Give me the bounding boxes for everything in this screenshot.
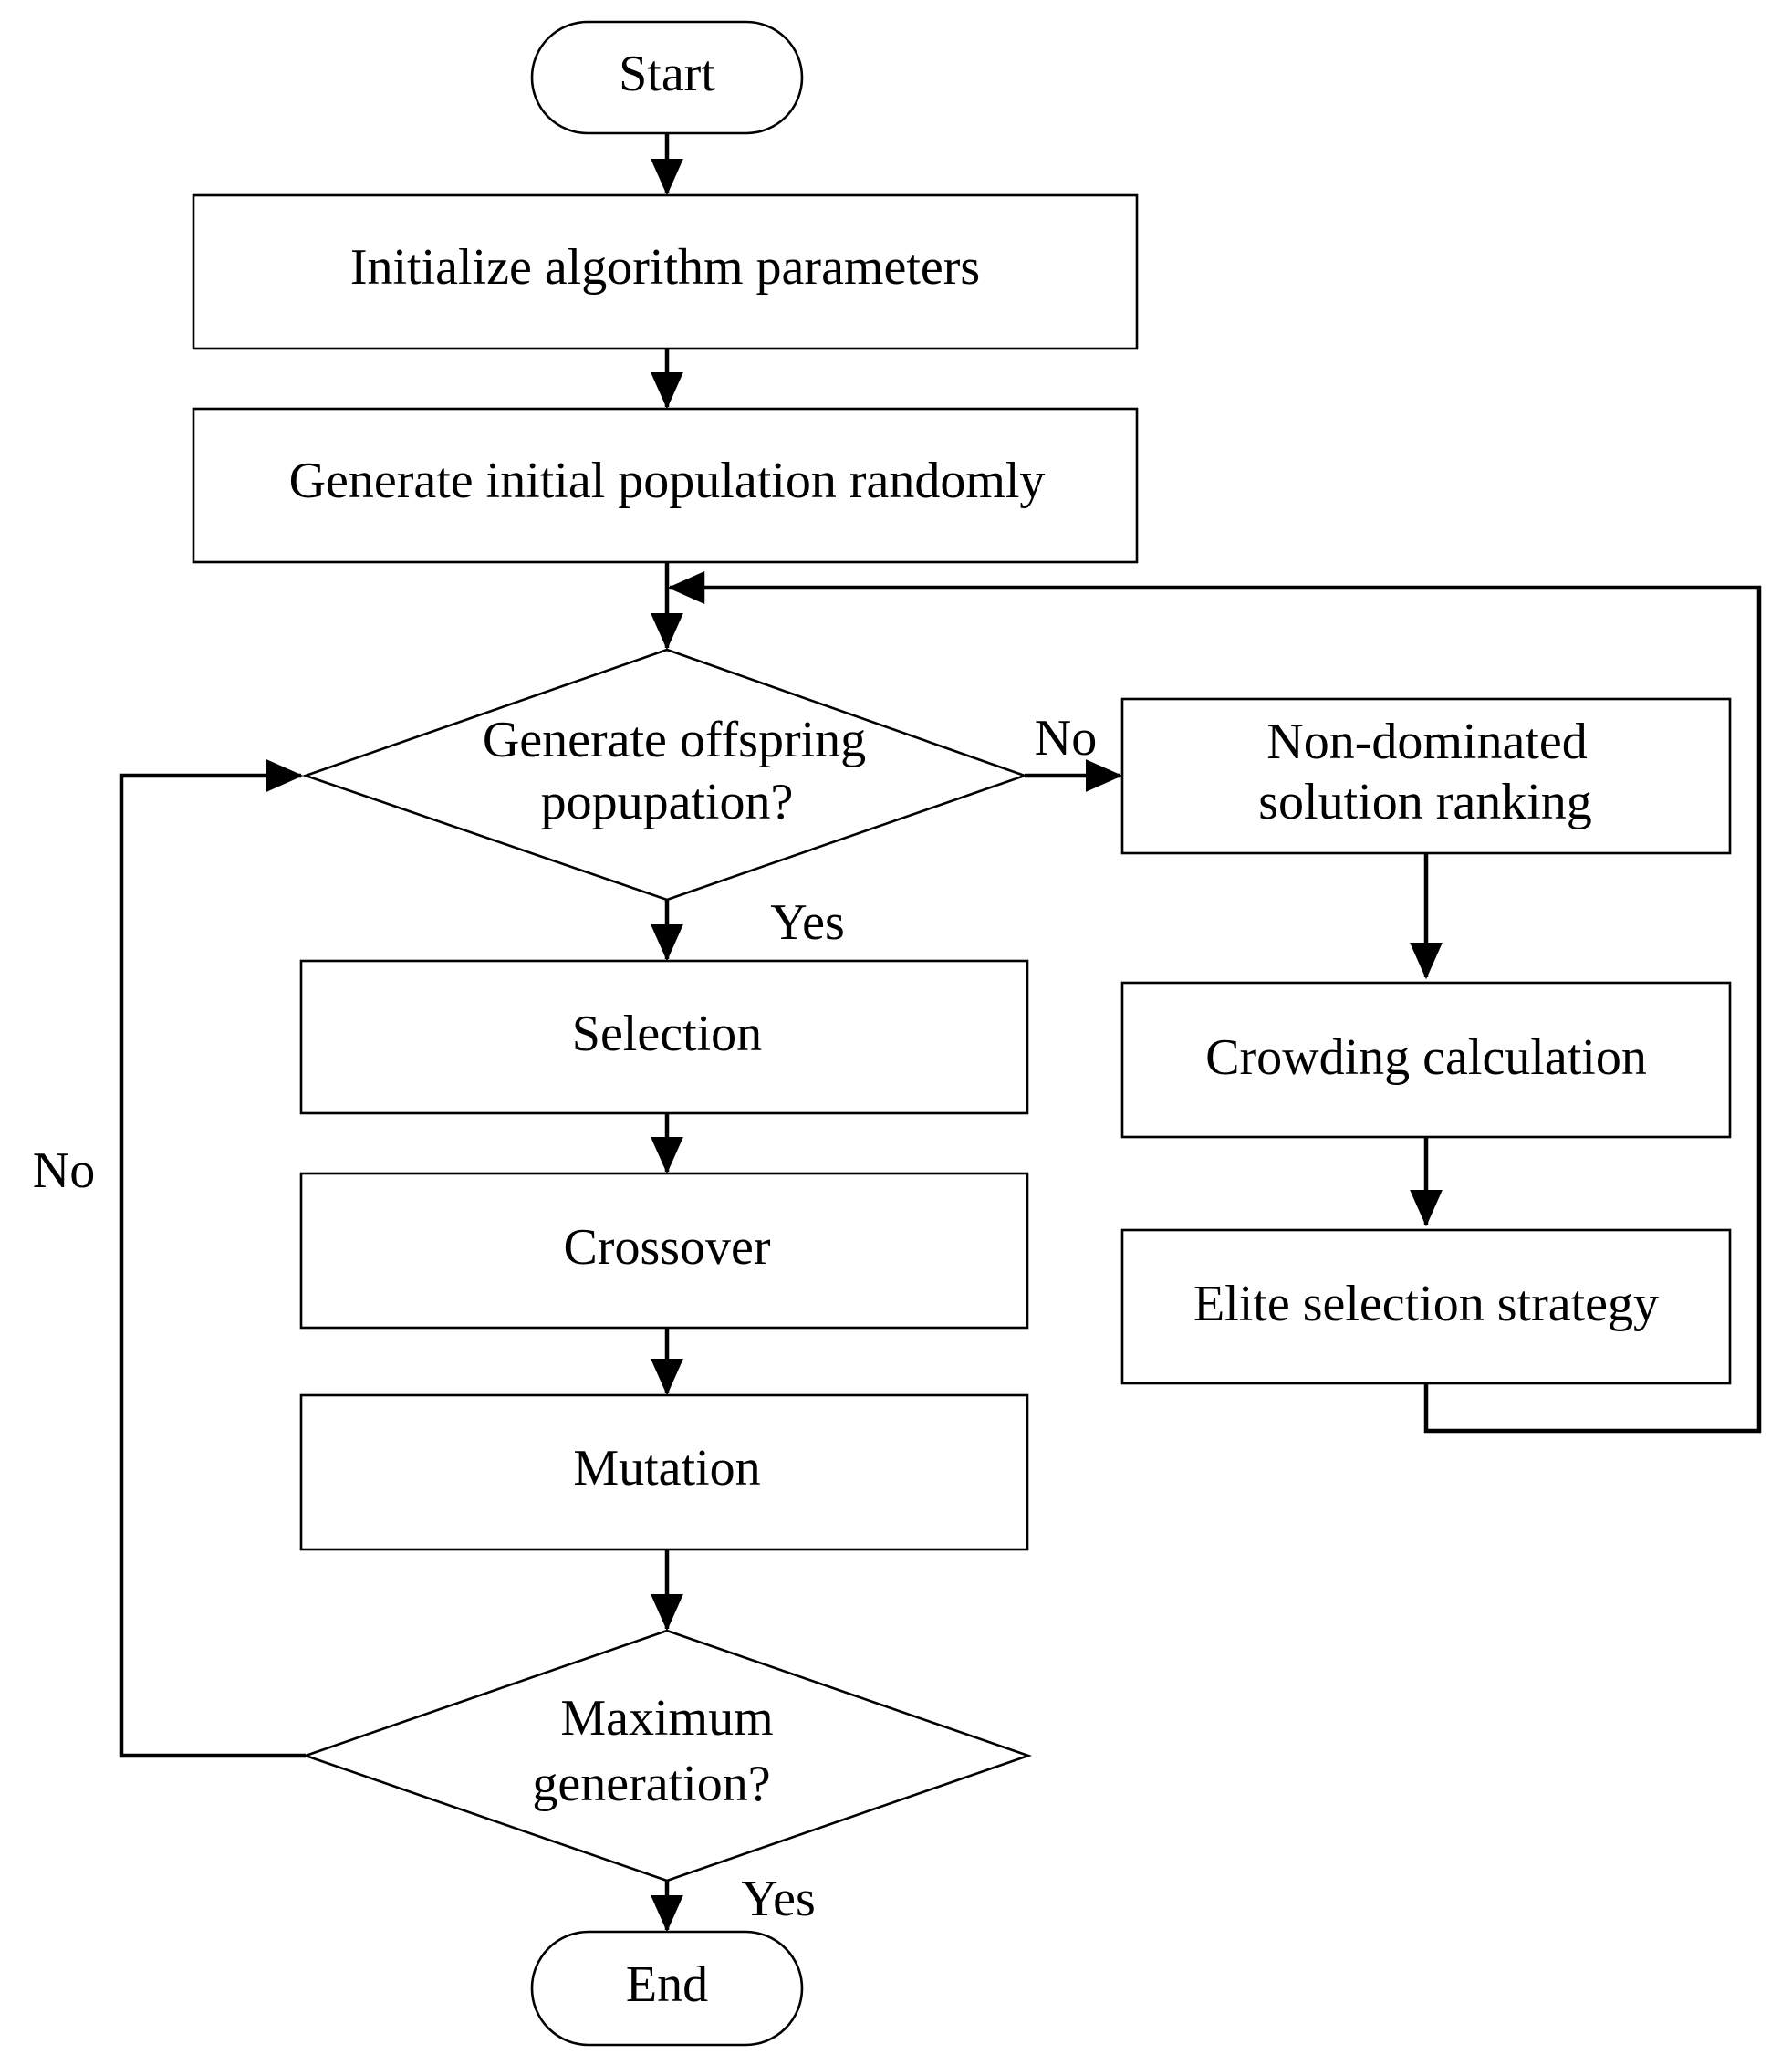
selection-box: Selection [299, 959, 1029, 1115]
offspring-no-label: No [1035, 710, 1097, 767]
crossover-label: Crossover [563, 1219, 770, 1276]
edge-elite-loop-to-offspring [667, 571, 1762, 1434]
max-generation-line-1: Maximum [560, 1690, 773, 1747]
offspring-decision-diamond: Generate offspring popupation? [302, 648, 1028, 902]
non-dominated-line-2: solution ranking [1258, 774, 1592, 830]
elite-selection-label: Elite selection strategy [1193, 1276, 1659, 1332]
generate-population-label: Generate initial population randomly [289, 453, 1046, 509]
generate-population-box: Generate initial population randomly [192, 407, 1139, 564]
flowchart-edges [119, 133, 1762, 1933]
max-generation-decision-diamond: Maximum generation? [302, 1629, 1032, 1882]
offspring-decision-line-2: popupation? [541, 774, 794, 830]
mutation-label: Mutation [573, 1440, 760, 1497]
end-label: End [626, 1956, 708, 2013]
edge-maxgen-no-loop-to-offspring [119, 759, 306, 1758]
end-node: End [530, 1930, 804, 2047]
maxgen-no-label: No [33, 1142, 95, 1199]
mutation-box: Mutation [299, 1393, 1029, 1551]
max-generation-line-2: generation? [532, 1756, 770, 1812]
initialize-parameters-box: Initialize algorithm parameters [192, 193, 1139, 350]
start-label: Start [619, 46, 715, 102]
selection-label: Selection [572, 1006, 762, 1062]
crowding-calculation-label: Crowding calculation [1205, 1029, 1647, 1086]
crowding-calculation-box: Crowding calculation [1120, 981, 1732, 1139]
maxgen-yes-label: Yes [741, 1871, 815, 1927]
crossover-box: Crossover [299, 1172, 1029, 1330]
elite-selection-box: Elite selection strategy [1120, 1228, 1732, 1385]
offspring-yes-label: Yes [770, 894, 844, 951]
non-dominated-ranking-box: Non-dominated solution ranking [1120, 697, 1732, 855]
initialize-parameters-label: Initialize algorithm parameters [350, 239, 980, 296]
non-dominated-line-1: Non-dominated [1266, 714, 1587, 770]
offspring-decision-line-1: Generate offspring [483, 712, 866, 768]
start-node: Start [530, 20, 804, 135]
